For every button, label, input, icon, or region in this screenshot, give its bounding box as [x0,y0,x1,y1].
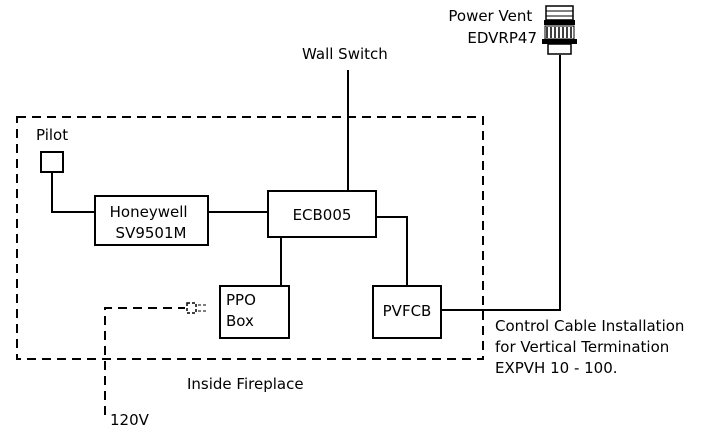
wire-pvfcb-to-power-vent [441,55,561,311]
wire-ecb-to-pvfcb [376,216,408,286]
plug-icon [186,302,197,314]
pvfcb-box [372,285,442,339]
fireplace-enclosure [16,116,484,360]
power-vent-icon [542,5,577,55]
ecb-box [267,190,377,238]
ecb-label: ECB005 [293,206,352,224]
ppo-label: PPO Box [226,291,261,330]
supply-wire [104,307,185,415]
wire-pilot-to-valve [51,172,95,213]
valve-box [94,195,209,246]
ppo-box [219,285,290,339]
valve-label: Honeywell SV9501M [110,203,193,242]
pilot-box [40,151,64,173]
pilot-label: Pilot [36,126,68,144]
enclosure-label: Inside Fireplace [187,375,304,393]
power-supply-label: 120V [110,411,150,429]
wires [51,55,561,311]
power-supply-line [104,302,206,415]
pvfcb-label: PVFCB [383,302,432,320]
wall-switch-label: Wall Switch [302,45,388,63]
control-cable-note: Control Cable Installation for Vertical … [495,317,689,377]
power-vent-label: Power Vent EDVRP47 [448,7,537,47]
